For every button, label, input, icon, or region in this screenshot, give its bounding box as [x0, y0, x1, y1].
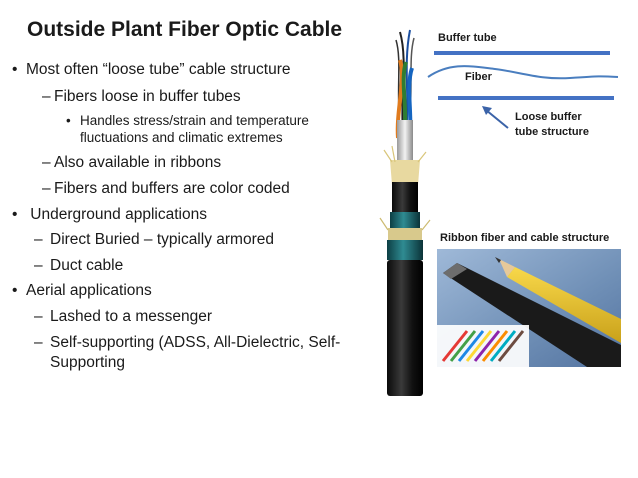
- dash-mark: –: [42, 88, 51, 105]
- buffer-tube-bottom-wall: [438, 96, 614, 100]
- dash-mark: –: [42, 180, 51, 197]
- bullet-text: Direct Buried – typically armored: [50, 231, 274, 248]
- loose-label-line1: Loose buffer: [515, 111, 582, 123]
- loose-tube-diagram: [427, 51, 619, 129]
- bullet-text: Fibers loose in buffer tubes: [54, 88, 241, 105]
- bullet-item: –Fibers and buffers are color coded: [42, 180, 290, 198]
- dash-mark: –: [34, 257, 43, 274]
- ribbon-caption: Ribbon fiber and cable structure: [440, 232, 610, 244]
- bullet-text: Handles stress/strain and temperature: [80, 113, 309, 128]
- bullet-continuation: fluctuations and climatic extremes: [80, 130, 283, 146]
- bullet-text: Lashed to a messenger: [50, 308, 212, 325]
- bullet-text: Fibers and buffers are color coded: [54, 180, 290, 197]
- buffer-tube-label: Buffer tube: [438, 32, 497, 44]
- arrow-head: [482, 106, 492, 115]
- bullet-mark: •: [12, 282, 18, 299]
- bullet-item: –Lashed to a messenger: [34, 308, 212, 326]
- bullet-item: • Most often “loose tube” cable structure: [12, 61, 291, 79]
- bullet-item: –Self-supporting (ADSS, All-Dielectric, …: [34, 334, 340, 352]
- bullet-text: Also available in ribbons: [54, 154, 222, 171]
- bullet-mark: •: [66, 113, 71, 128]
- bullet-text: Supporting: [50, 354, 125, 371]
- bullet-text: Underground applications: [26, 206, 207, 223]
- ribbon-fiber-photo: [437, 249, 621, 367]
- dash-mark: –: [34, 334, 43, 351]
- bullet-text: Duct cable: [50, 257, 124, 274]
- bullet-item: • Aerial applications: [12, 282, 152, 300]
- cable-cutaway-image: [379, 29, 431, 396]
- bullet-mark: •: [12, 61, 18, 78]
- bullet-item: • Underground applications: [12, 206, 207, 224]
- dash-mark: –: [34, 308, 43, 325]
- pointer-arrow: [485, 109, 509, 129]
- fiber-label: Fiber: [465, 71, 492, 83]
- dash-mark: –: [42, 154, 51, 171]
- bullet-continuation: Supporting: [50, 354, 125, 372]
- bullet-text: Aerial applications: [26, 282, 152, 299]
- bullet-item: –Also available in ribbons: [42, 154, 221, 172]
- bullet-text: fluctuations and climatic extremes: [80, 130, 283, 145]
- bullet-item: –Duct cable: [34, 257, 123, 275]
- fiber-line: [427, 65, 619, 80]
- slide-title: Outside Plant Fiber Optic Cable: [27, 18, 343, 41]
- bullet-item: –Direct Buried – typically armored: [34, 231, 274, 249]
- bullet-text: Self-supporting (ADSS, All-Dielectric, S…: [50, 334, 341, 351]
- dash-mark: –: [34, 231, 43, 248]
- buffer-tube-top-wall: [434, 51, 610, 55]
- bullet-text: Most often “loose tube” cable structure: [26, 61, 291, 78]
- bullet-mark: •: [12, 206, 18, 223]
- loose-label-line2: tube structure: [515, 126, 589, 138]
- bullet-item: • Handles stress/strain and temperature: [66, 113, 309, 129]
- bullet-item: –Fibers loose in buffer tubes: [42, 88, 241, 106]
